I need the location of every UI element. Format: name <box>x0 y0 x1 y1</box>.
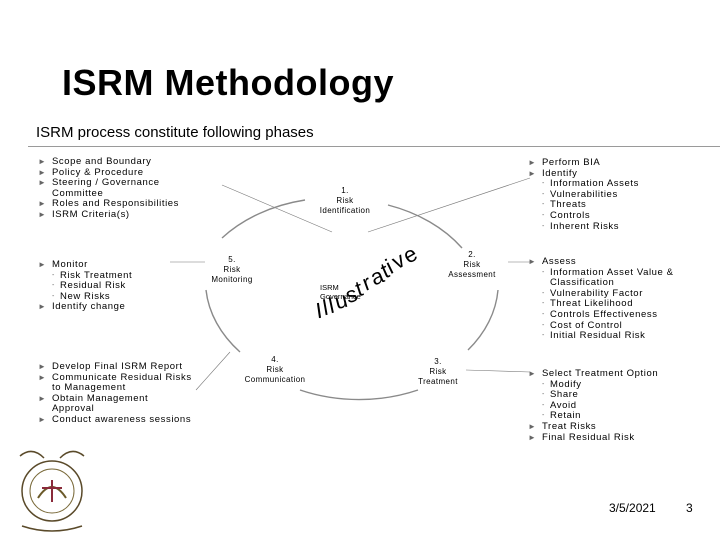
left-middle-list: MonitorRisk TreatmentResidual RiskNew Ri… <box>38 259 132 313</box>
phase-5-label: 5. Risk Monitoring <box>197 255 267 285</box>
phase-3-name: Treatment <box>418 377 458 386</box>
center-line-2: Governance <box>320 292 361 301</box>
right-top-item: Information Assets <box>528 179 639 190</box>
right-top-item: Identify <box>528 168 639 180</box>
organization-logo <box>19 450 85 532</box>
connector-phase4-left <box>195 351 231 391</box>
right-top-item: Threats <box>528 200 639 211</box>
ring-arc-4-5 <box>205 289 241 353</box>
right-bot-item: Retain <box>528 411 658 422</box>
right-top-item: Perform BIA <box>528 157 639 169</box>
ring-arc-1-2 <box>387 204 463 249</box>
left-bot-item: Develop Final ISRM Report <box>38 361 192 373</box>
right-mid-item: Cost of Control <box>528 320 674 332</box>
slide-date: 3/5/2021 <box>609 501 656 515</box>
phase-2-label: 2. Risk Assessment <box>437 250 507 280</box>
left-bottom-list: Develop Final ISRM ReportCommunicate Res… <box>38 361 192 426</box>
phase-3-number: 3. <box>434 357 442 366</box>
right-bot-item: Treat Risks <box>528 421 658 433</box>
phase-4-number: 4. <box>271 355 279 364</box>
right-top-list: Perform BIAIdentifyInformation AssetsVul… <box>528 157 639 233</box>
right-mid-item: Classification <box>550 277 615 289</box>
right-mid-item: Information Asset Value & <box>528 267 674 279</box>
ring-arc-2-3 <box>467 289 499 351</box>
right-bot-item: Avoid <box>528 400 658 412</box>
right-mid-item: Initial Residual Risk <box>528 331 674 342</box>
right-middle-list: AssessInformation Asset Value &Classific… <box>528 256 674 342</box>
left-mid-item: Residual Risk <box>38 281 132 292</box>
connector-phase1-left <box>221 184 333 233</box>
right-bottom-list: Select Treatment OptionModifyShareAvoidR… <box>528 368 658 444</box>
left-bot-item: to Management <box>52 382 126 394</box>
right-mid-item: Threat Likelihood <box>528 299 674 310</box>
phase-2-word: Risk <box>463 260 481 269</box>
left-mid-item: Risk Treatment <box>38 270 132 282</box>
left-mid-item: Identify change <box>38 302 132 313</box>
phase-1-label: 1. Risk Identification <box>310 186 380 216</box>
left-mid-item: New Risks <box>38 291 132 303</box>
right-mid-item: Vulnerability Factor <box>528 288 674 300</box>
left-top-item: ISRM Criteria(s) <box>38 209 179 221</box>
right-bot-item: Modify <box>528 379 658 391</box>
right-bot-item: Final Residual Risk <box>528 432 658 444</box>
right-bot-item: Share <box>528 390 658 401</box>
phase-1-number: 1. <box>341 186 349 195</box>
phase-3-word: Risk <box>429 367 447 376</box>
left-top-item: Roles and Responsibilities <box>38 199 179 210</box>
connector-phase3-right <box>465 369 531 373</box>
phase-3-label: 3. Risk Treatment <box>403 357 473 387</box>
right-top-item: Vulnerabilities <box>528 189 639 201</box>
left-top-item: Policy & Procedure <box>38 167 179 179</box>
left-bot-item: Communicate Residual Risks <box>38 372 192 384</box>
right-top-item: Controls <box>528 210 639 222</box>
center-line-1: ISRM <box>320 283 339 292</box>
phase-4-name: Communication <box>244 375 306 384</box>
center-governance: ISRM Governance <box>320 283 361 301</box>
page-subtitle: ISRM process constitute following phases <box>36 124 314 141</box>
right-mid-item: Assess <box>528 256 674 268</box>
phase-4-word: Risk <box>266 365 284 374</box>
ring-arc-3-4 <box>299 389 419 401</box>
ring-arc-5-1 <box>221 199 306 239</box>
left-bot-item: Conduct awareness sessions <box>38 414 192 426</box>
title-divider <box>28 146 720 147</box>
left-top-list: Scope and BoundaryPolicy & ProcedureStee… <box>38 156 179 221</box>
page-title: ISRM Methodology <box>62 62 394 103</box>
phase-2-number: 2. <box>468 250 476 259</box>
left-mid-item: Monitor <box>38 259 132 271</box>
slide-number: 3 <box>686 501 693 515</box>
left-bot-item: Obtain Management <box>38 393 192 405</box>
right-top-item: Inherent Risks <box>528 221 639 233</box>
right-bot-item: Select Treatment Option <box>528 368 658 380</box>
phase-1-name: Identification <box>319 206 371 215</box>
left-top-item: Steering / Governance <box>38 178 179 189</box>
left-top-item: Committee <box>52 187 104 199</box>
connector-phase1-right <box>367 177 531 233</box>
phase-5-name: Monitoring <box>211 275 253 284</box>
phase-4-label: 4. Risk Communication <box>237 355 313 385</box>
left-bot-item: Approval <box>52 403 95 415</box>
phase-2-name: Assessment <box>448 270 496 279</box>
phase-5-number: 5. <box>228 255 236 264</box>
phase-1-word: Risk <box>336 196 354 205</box>
right-mid-item: Controls Effectiveness <box>528 309 674 321</box>
phase-5-word: Risk <box>223 265 241 274</box>
left-top-item: Scope and Boundary <box>38 156 179 168</box>
